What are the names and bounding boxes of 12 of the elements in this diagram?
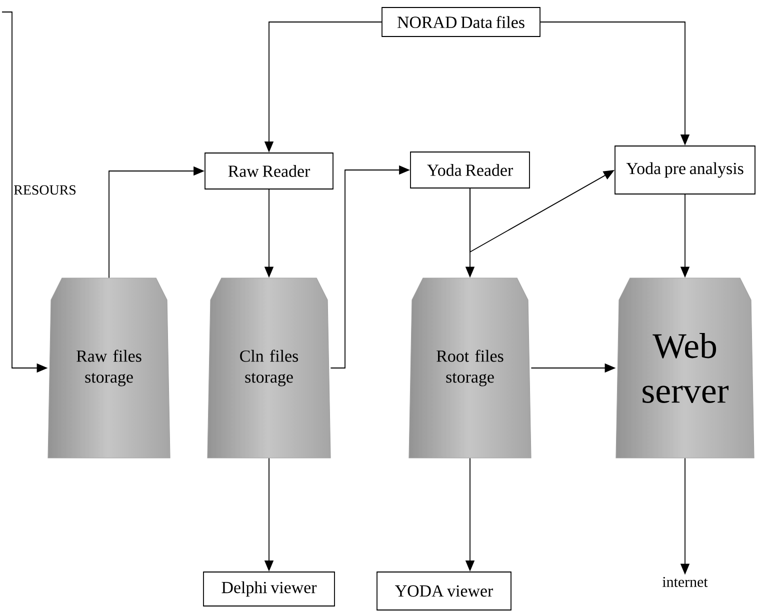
process-box: YODA viewer (376, 572, 512, 610)
edge-label: RESOURS (12, 184, 78, 196)
storage-drum: Web server (616, 278, 754, 458)
process-box: Yoda pre analysis (614, 146, 756, 194)
process-box: Yoda Reader (410, 152, 530, 188)
storage-drum: Raw files storage (48, 278, 170, 458)
storage-drum: Root files storage (408, 278, 532, 458)
storage-drum: Cln files storage (207, 278, 331, 458)
process-box: Raw Reader (204, 152, 334, 190)
process-box: Delphi viewer (203, 572, 335, 606)
endpoint-label: internet (662, 576, 708, 587)
process-box: NORAD Data files (382, 7, 540, 37)
